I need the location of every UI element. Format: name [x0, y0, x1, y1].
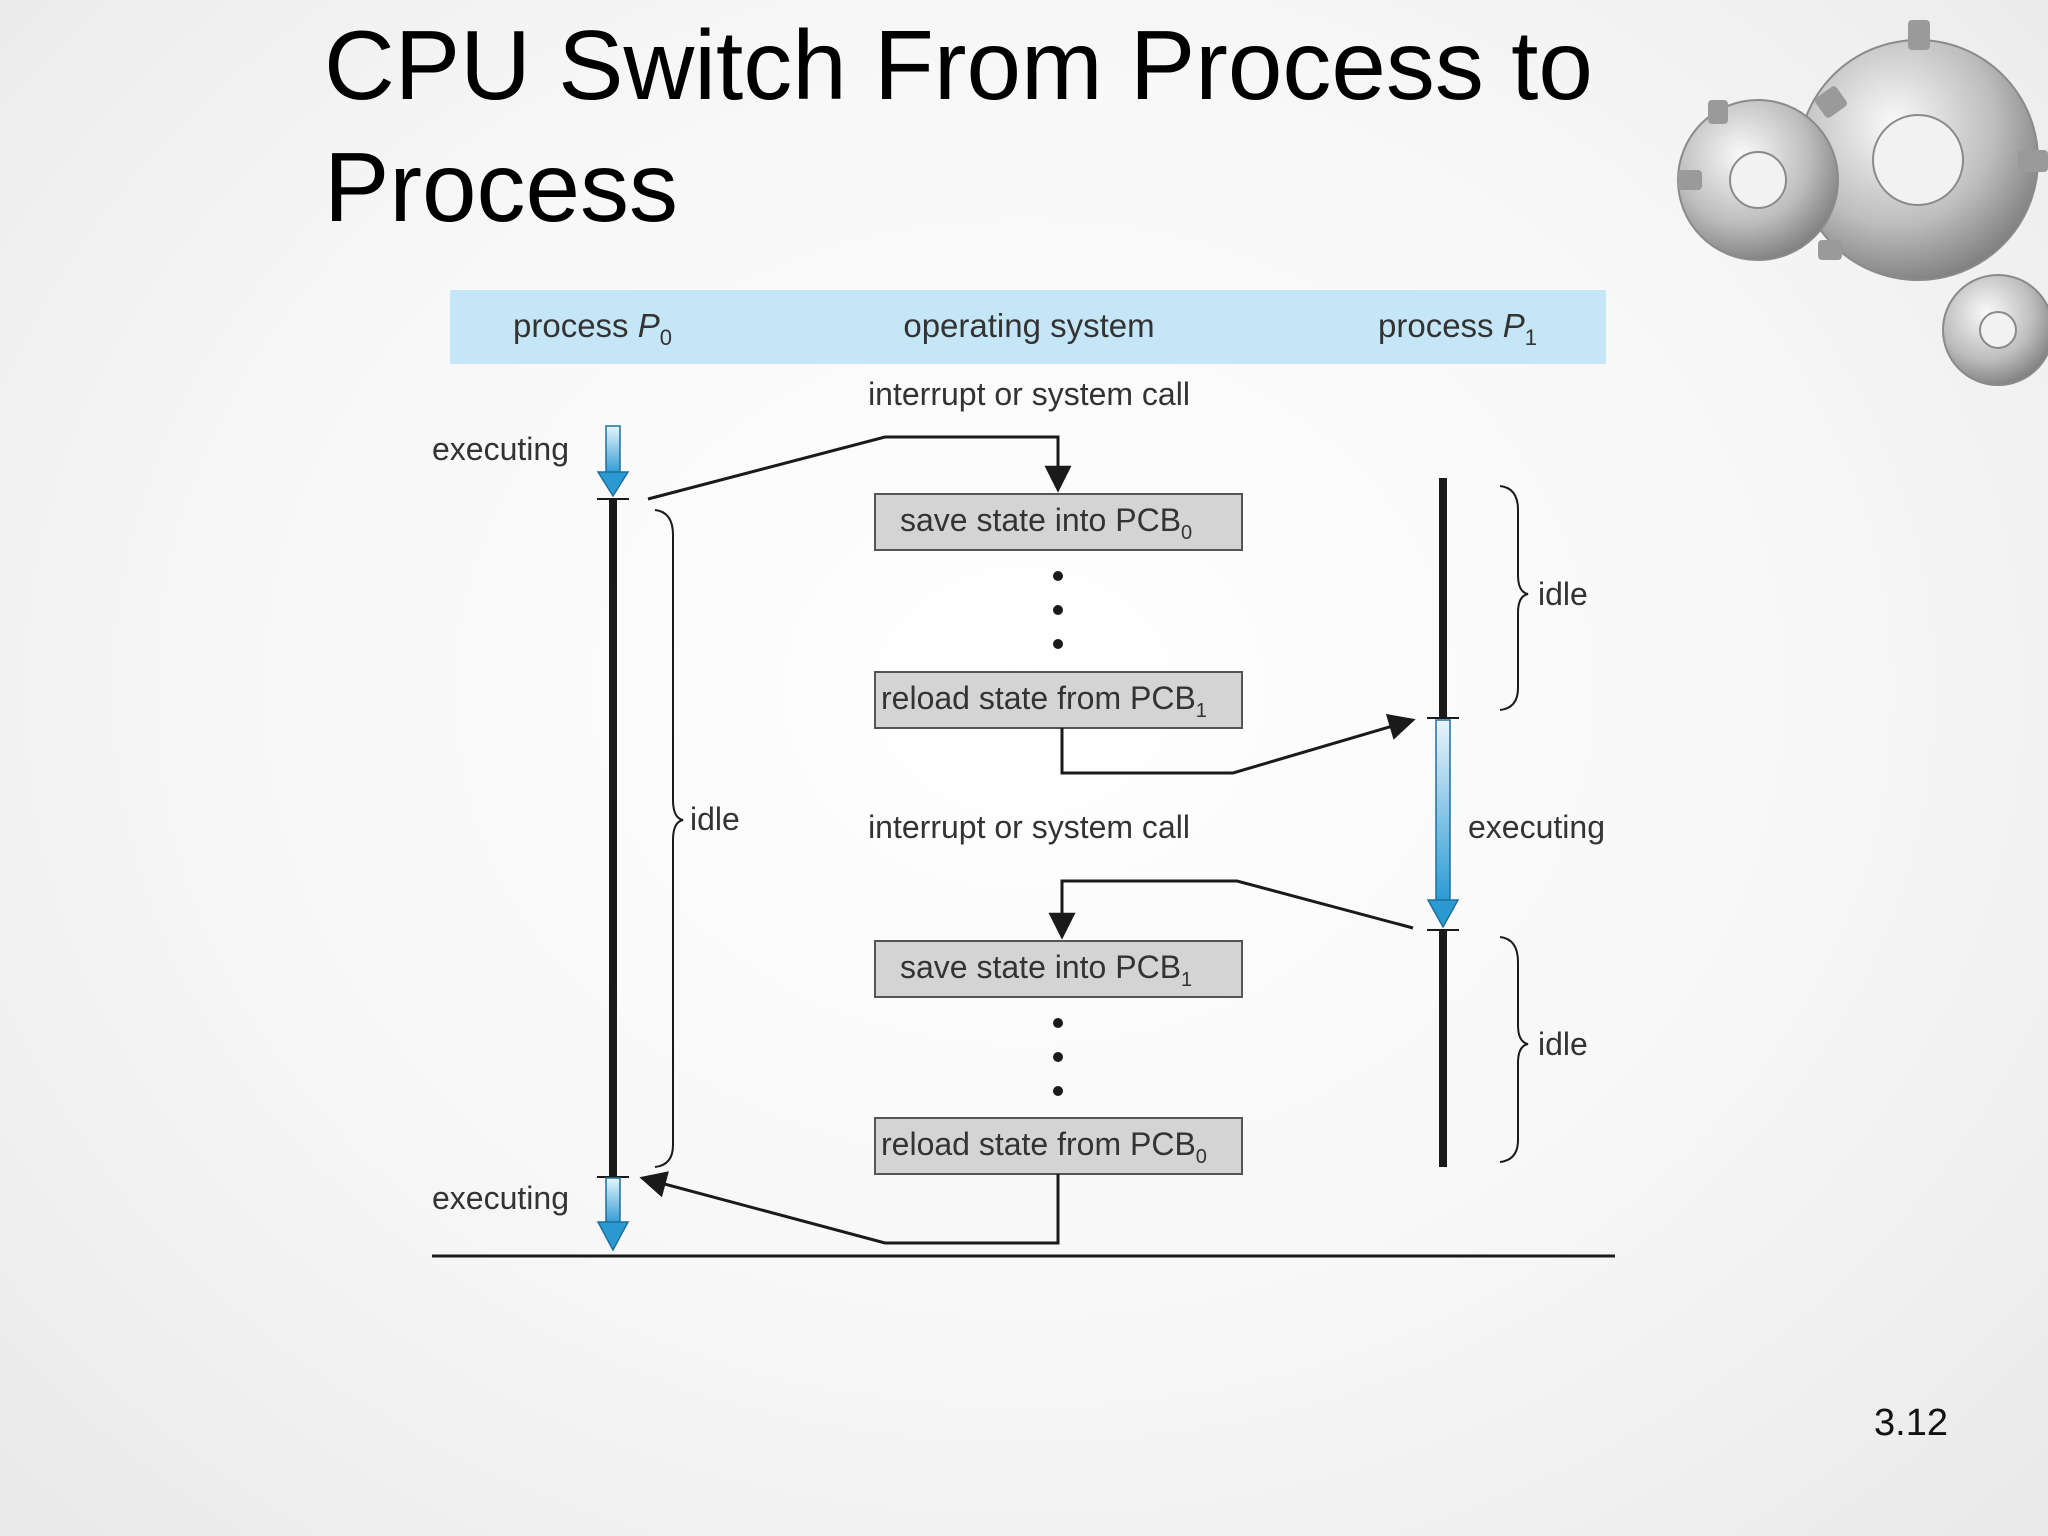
p0-executing-arrow-top: [596, 425, 630, 498]
svg-text:reload state from PCB0: reload state from PCB0: [881, 1126, 1207, 1168]
box-reload-pcb1: reload state from PCB1: [874, 671, 1243, 729]
header-process-p0: process P0: [513, 307, 672, 350]
page-number: 3.12: [1874, 1402, 1948, 1444]
slide-title: CPU Switch From Process to Process: [324, 4, 1724, 248]
p1-idle-bottom-label: idle: [1538, 1026, 1588, 1062]
flow-reload-pcb0-to-p0: [639, 1171, 1060, 1245]
box-reload-pcb0: reload state from PCB0: [874, 1117, 1243, 1175]
p0-executing-top-label: executing: [432, 431, 569, 467]
p0-idle-label: idle: [690, 801, 740, 837]
svg-text:reload state from PCB1: reload state from PCB1: [881, 680, 1207, 722]
slide-title-line-1: CPU Switch From Process to: [324, 10, 1593, 120]
svg-text:save state into PCB1: save state into PCB1: [900, 949, 1192, 991]
large-gear-icon: [1797, 39, 2039, 281]
p1-executing-label: executing: [1468, 809, 1605, 845]
p1-executing-arrow: [1426, 719, 1460, 929]
slide-title-line-2: Process: [324, 132, 679, 242]
flow-p1-to-save-pcb1: [1048, 879, 1414, 940]
flow-p0-to-save-pcb0: [647, 435, 1072, 501]
flow-reload-pcb1-to-p1: [1060, 713, 1416, 775]
gears-decoration-icon: [1677, 20, 2048, 386]
p0-executing-bottom-label: executing: [432, 1180, 569, 1216]
interrupt-label-top: interrupt or system call: [868, 376, 1190, 412]
interrupt-label-mid: interrupt or system call: [868, 809, 1190, 845]
box-save-pcb1: save state into PCB1: [874, 940, 1243, 998]
p0-idle-brace: [654, 509, 684, 1168]
p1-idle-brace-top: [1499, 485, 1529, 711]
svg-text:save state into PCB0: save state into PCB0: [900, 502, 1192, 544]
p0-executing-arrow-bottom: [596, 1177, 630, 1252]
header-operating-system: operating system: [903, 307, 1154, 344]
header-band: [450, 290, 1606, 364]
ellipsis-dots-top: [1053, 571, 1063, 649]
header-process-p1: process P1: [1378, 307, 1537, 350]
box-save-pcb0: save state into PCB0: [874, 493, 1243, 551]
p1-idle-top-label: idle: [1538, 576, 1588, 612]
ellipsis-dots-bottom: [1053, 1018, 1063, 1096]
p1-idle-brace-bottom: [1499, 936, 1529, 1163]
